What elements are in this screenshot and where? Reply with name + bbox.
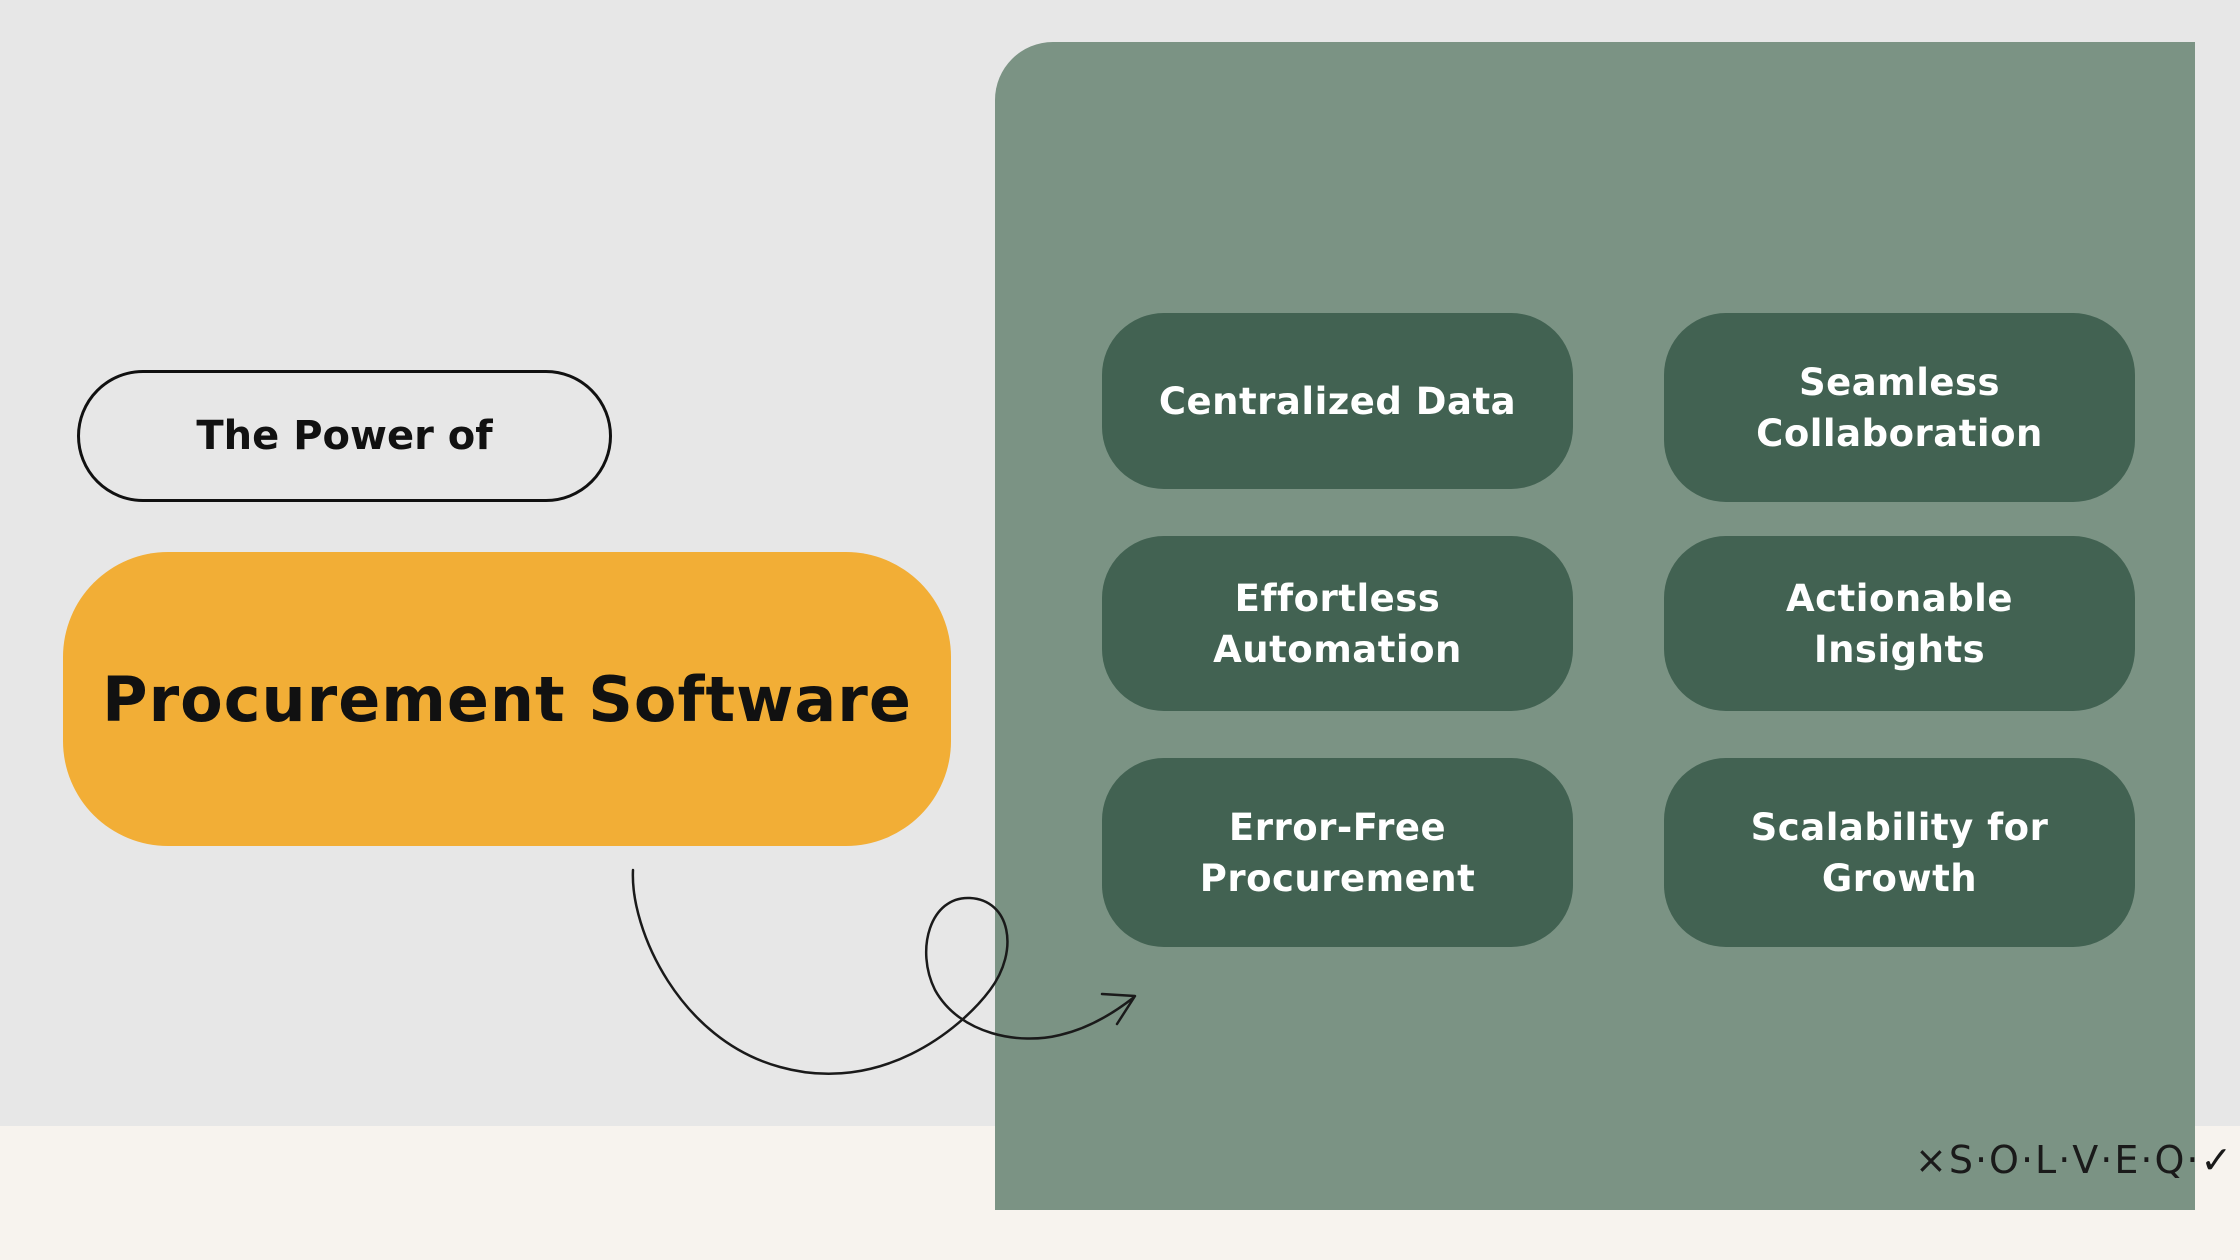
solveq-logo: ×S·O·L·V·E·Q·✓ xyxy=(1915,1138,2234,1182)
hero-title: Procurement Software xyxy=(102,662,912,736)
benefit-label: Scalability for Growth xyxy=(1750,805,2049,900)
benefit-label: Actionable Insights xyxy=(1786,576,2013,671)
benefit-label: Seamless Collaboration xyxy=(1756,360,2043,455)
intro-label: The Power of xyxy=(196,413,493,459)
benefit-label: Error-Free Procurement xyxy=(1199,805,1476,900)
hero-pill: Procurement Software xyxy=(63,552,951,846)
benefit-label: Effortless Automation xyxy=(1213,576,1462,671)
benefit-card-scalability-for-growth: Scalability for Growth xyxy=(1664,758,2135,947)
benefit-card-effortless-automation: Effortless Automation xyxy=(1102,536,1573,711)
benefit-card-error-free-procurement: Error-Free Procurement xyxy=(1102,758,1573,947)
intro-pill: The Power of xyxy=(77,370,612,502)
benefit-label: Centralized Data xyxy=(1158,379,1517,423)
benefit-card-centralized-data: Centralized Data xyxy=(1102,313,1573,489)
benefit-card-actionable-insights: Actionable Insights xyxy=(1664,536,2135,711)
benefit-card-seamless-collaboration: Seamless Collaboration xyxy=(1664,313,2135,502)
logo-text: ×S·O·L·V·E·Q·✓ xyxy=(1915,1138,2235,1182)
